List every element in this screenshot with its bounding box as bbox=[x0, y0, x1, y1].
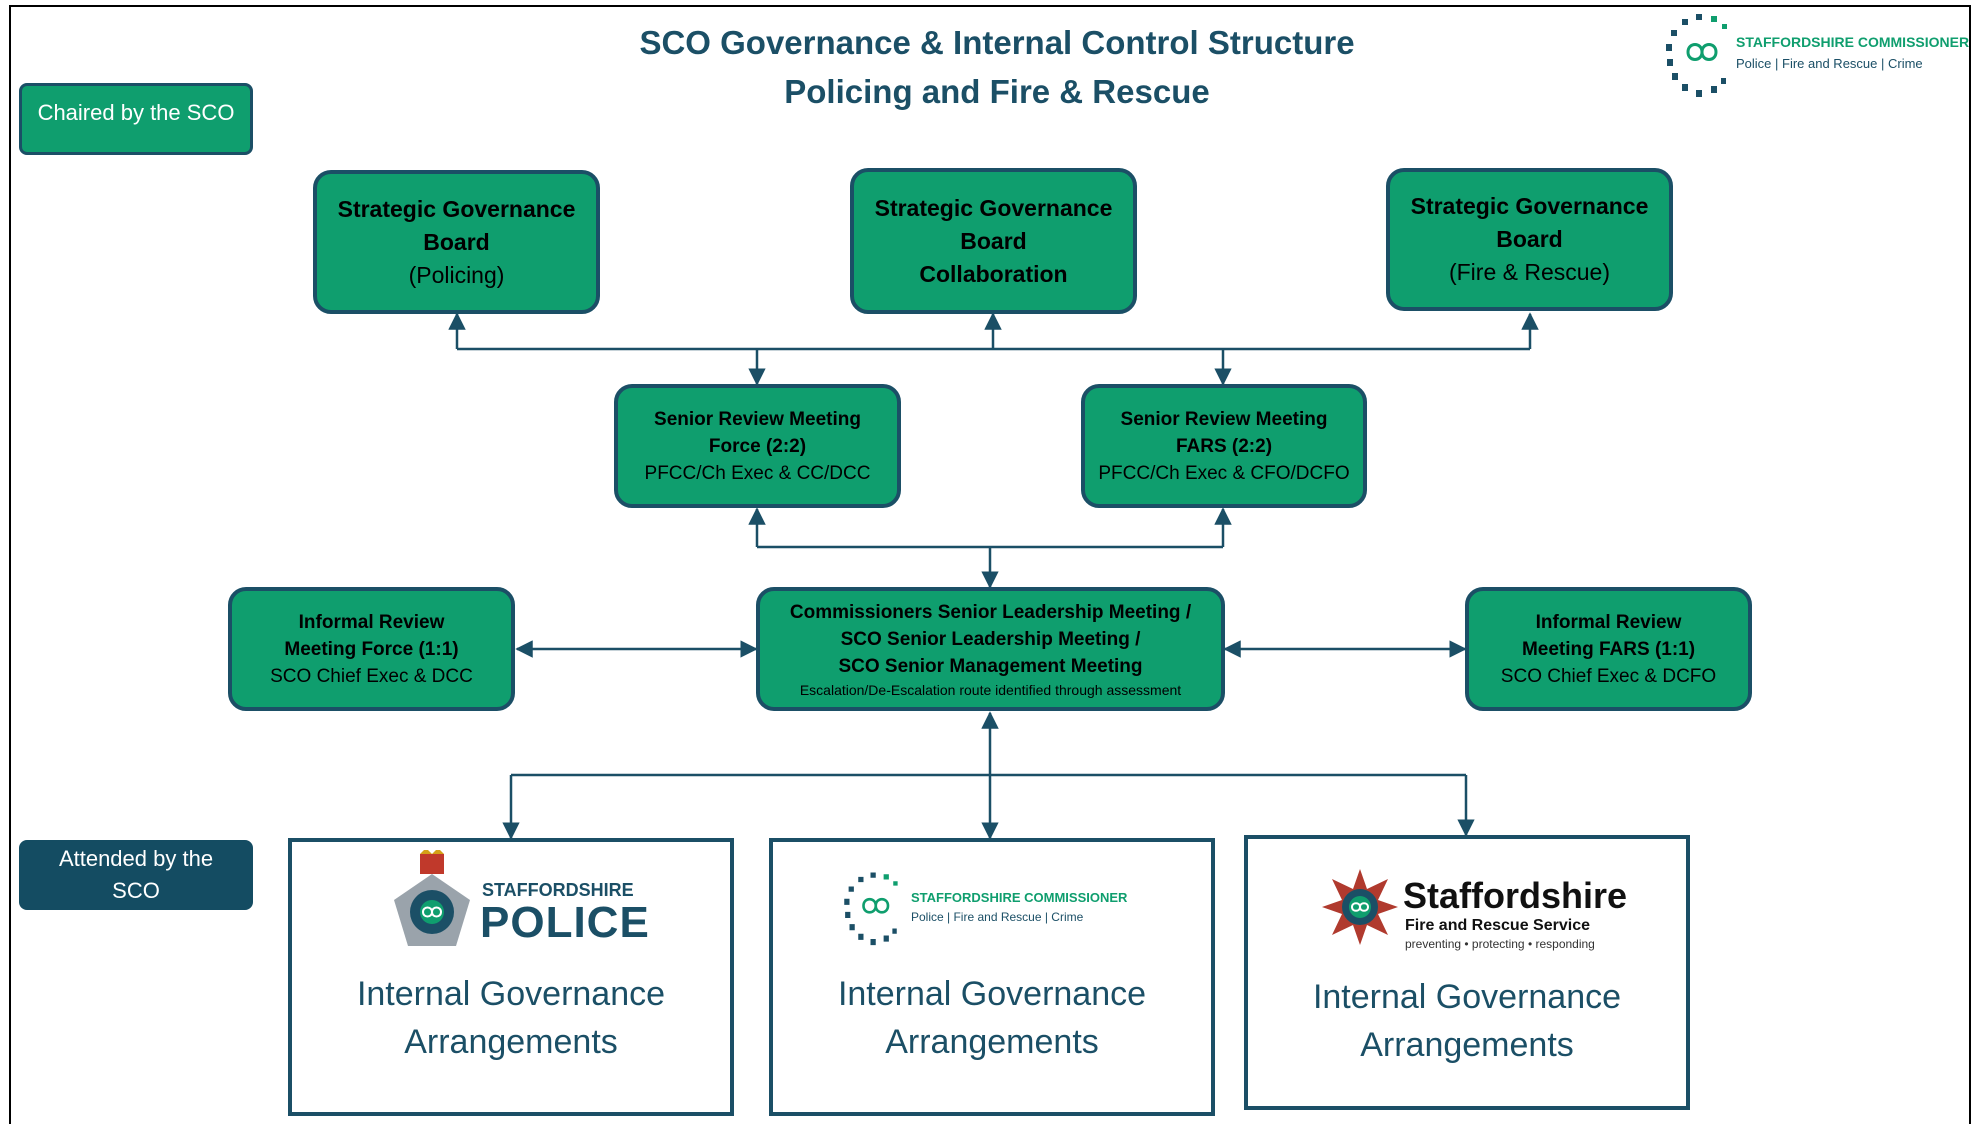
page-subtitle: Policing and Fire & Rescue bbox=[784, 73, 1210, 110]
meeting-attendees: SCO Chief Exec & DCC bbox=[270, 665, 473, 687]
board-fire-rescue: Strategic Governance Board (Fire & Rescu… bbox=[1386, 168, 1673, 311]
board-title: Strategic Governance bbox=[1410, 193, 1649, 219]
police-crest-icon bbox=[394, 850, 470, 946]
police-logo-wordmark: POLICE bbox=[480, 898, 650, 947]
legend-attended-line2: SCO bbox=[112, 878, 160, 903]
informal-review-force: Informal Review Meeting Force (1:1) SCO … bbox=[228, 587, 515, 711]
leadership-meeting: Commissioners Senior Leadership Meeting … bbox=[756, 587, 1225, 711]
commissioner-logo-name: STAFFORDSHIRE COMMISSIONER bbox=[911, 890, 1128, 905]
staffordshire-commissioner-logo-icon bbox=[844, 872, 898, 946]
internal-governance-line2: Arrangements bbox=[1360, 1026, 1574, 1064]
internal-governance-line2: Arrangements bbox=[885, 1023, 1099, 1061]
leadership-line2: SCO Senior Leadership Meeting / bbox=[840, 628, 1141, 650]
senior-review-fars: Senior Review Meeting FARS (2:2) PFCC/Ch… bbox=[1081, 384, 1367, 508]
internal-governance-line1: Internal Governance bbox=[837, 975, 1147, 1013]
meeting-ratio: Force (2:2) bbox=[708, 435, 807, 457]
meeting-ratio: Meeting FARS (1:1) bbox=[1521, 638, 1696, 660]
fire-logo-name: Fire and Rescue Service bbox=[1405, 917, 1590, 934]
internal-police: STAFFORDSHIRE POLICE Internal Governance… bbox=[288, 838, 734, 1116]
staffordshire-commissioner-logo: STAFFORDSHIRE COMMISSIONER Police | Fire… bbox=[1660, 12, 1970, 104]
meeting-title: Informal Review bbox=[1535, 611, 1682, 633]
meeting-attendees: PFCC/Ch Exec & CC/DCC bbox=[644, 462, 871, 484]
meeting-title: Senior Review Meeting bbox=[1120, 408, 1328, 430]
internal-fire-rescue: Staffordshire Fire and Rescue Service pr… bbox=[1244, 835, 1690, 1110]
leadership-line3: SCO Senior Management Meeting bbox=[838, 655, 1143, 677]
fire-service-crest-icon bbox=[1322, 869, 1398, 945]
internal-governance-line1: Internal Governance bbox=[1312, 978, 1622, 1016]
internal-governance-line1: Internal Governance bbox=[356, 975, 666, 1013]
meeting-ratio: FARS (2:2) bbox=[1175, 435, 1273, 457]
meeting-ratio: Meeting Force (1:1) bbox=[284, 638, 459, 660]
board-collaboration: Strategic Governance Board Collaboration bbox=[850, 168, 1137, 314]
police-logo-name: STAFFORDSHIRE bbox=[482, 880, 634, 900]
informal-review-fars: Informal Review Meeting FARS (1:1) SCO C… bbox=[1465, 587, 1752, 711]
board-subtitle: Board bbox=[423, 228, 490, 255]
board-subtitle: Board bbox=[1496, 226, 1563, 252]
fire-logo-tagline: preventing • protecting • responding bbox=[1405, 937, 1595, 951]
board-subtitle: Board bbox=[960, 227, 1027, 254]
commissioner-logo-tagline: Police | Fire and Rescue | Crime bbox=[911, 910, 1084, 924]
board-policing: Strategic Governance Board (Policing) bbox=[313, 170, 600, 314]
legend-attended: Attended by the SCO bbox=[19, 840, 253, 910]
leadership-escalation-note: Escalation/De-Escalation route identifie… bbox=[799, 681, 1182, 698]
fire-logo-wordmark: Staffordshire bbox=[1403, 875, 1628, 916]
internal-commissioner: STAFFORDSHIRE COMMISSIONER Police | Fire… bbox=[769, 838, 1215, 1116]
board-title: Strategic Governance bbox=[337, 195, 576, 222]
meeting-attendees: SCO Chief Exec & DCFO bbox=[1500, 665, 1717, 687]
leadership-line1: Commissioners Senior Leadership Meeting … bbox=[789, 601, 1192, 623]
board-title: Strategic Governance bbox=[874, 194, 1113, 221]
page-title: SCO Governance & Internal Control Struct… bbox=[639, 24, 1355, 61]
meeting-title: Informal Review bbox=[298, 611, 445, 633]
board-scope: Collaboration bbox=[919, 260, 1068, 287]
commissioner-logo-tagline: Police | Fire and Rescue | Crime bbox=[1736, 56, 1923, 71]
legend-chaired: Chaired by the SCO bbox=[19, 83, 253, 155]
senior-review-force: Senior Review Meeting Force (2:2) PFCC/C… bbox=[614, 384, 901, 508]
legend-attended-line1: Attended by the bbox=[58, 846, 214, 871]
meeting-title: Senior Review Meeting bbox=[654, 408, 861, 430]
board-scope: (Policing) bbox=[408, 261, 505, 288]
board-scope: (Fire & Rescue) bbox=[1448, 259, 1611, 285]
diagram-frame bbox=[9, 5, 1971, 1124]
meeting-attendees: PFCC/Ch Exec & CFO/DCFO bbox=[1098, 462, 1350, 484]
legend-chaired-label: Chaired by the SCO bbox=[37, 100, 235, 125]
commissioner-logo-name: STAFFORDSHIRE COMMISSIONER bbox=[1736, 34, 1970, 50]
internal-governance-line2: Arrangements bbox=[404, 1023, 618, 1061]
staffordshire-commissioner-logo-icon bbox=[1666, 14, 1727, 97]
